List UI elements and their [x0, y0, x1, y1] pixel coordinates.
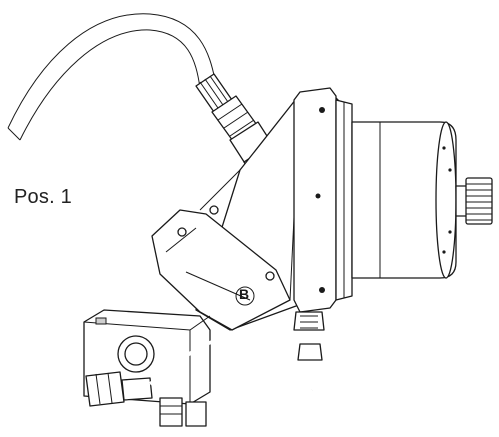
port-b-marker — [235, 286, 255, 306]
mounting-flange — [293, 87, 353, 313]
port-block — [151, 205, 291, 331]
cylinder-barrel — [351, 121, 457, 279]
flexible-hose — [7, 13, 233, 141]
tube-fitting-right — [293, 311, 325, 361]
lower-fittings — [85, 371, 207, 427]
position-label: Pos. 1 — [14, 186, 72, 208]
splined-shaft — [455, 177, 493, 225]
port-b-label: B — [239, 286, 250, 302]
